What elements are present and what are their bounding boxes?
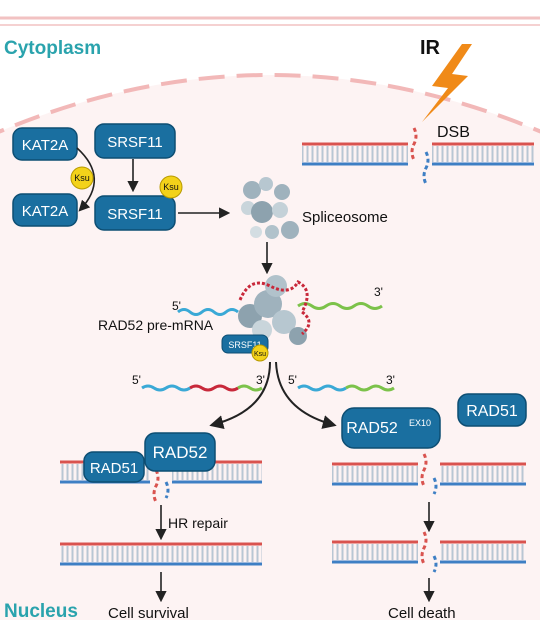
svg-text:RAD51: RAD51	[90, 460, 138, 477]
premrna-label: RAD52 pre-mRNA	[98, 317, 214, 333]
left-5prime-label: 5'	[132, 373, 141, 387]
lightning-bolt-icon	[422, 44, 472, 122]
rad52-left-pill: RAD52	[144, 432, 216, 472]
dsb-label: DSB	[437, 124, 470, 141]
svg-text:Ksu: Ksu	[254, 351, 266, 358]
to-rad52-ex10-arrow	[275, 361, 337, 429]
premrna-3prime-label: 3'	[374, 285, 383, 299]
right-3prime-label: 3'	[386, 373, 395, 387]
svg-text:RAD52: RAD52	[346, 420, 398, 437]
left-3prime-label: 3'	[256, 373, 265, 387]
cytoplasm-label: Cytoplasm	[4, 38, 101, 59]
svg-text:EX10: EX10	[409, 418, 431, 428]
ksu-badge: Ksu	[70, 166, 94, 190]
spliceosome-bound-complex	[238, 275, 311, 345]
svg-text:Ksu: Ksu	[163, 182, 179, 192]
ir-label: IR	[420, 37, 441, 59]
kat2a-cycle-arrow	[76, 147, 96, 212]
cell-death-label: Cell death	[388, 605, 456, 620]
right-5prime-label: 5'	[288, 373, 297, 387]
kat2a-top-pill: KAT2A	[12, 127, 78, 161]
svg-text:SRSF11: SRSF11	[107, 206, 163, 223]
full-length-mrna	[141, 384, 263, 392]
srsf11-top-pill: SRSF11	[94, 123, 176, 159]
srsf11-acetylated-pill: SRSF11	[94, 195, 176, 231]
dna-duplex-with-break	[302, 127, 534, 185]
dna-duplex-with-break	[332, 531, 526, 573]
nuclear-envelope	[0, 73, 540, 134]
svg-text:KAT2A: KAT2A	[22, 203, 68, 220]
ksu-badge: Ksu	[159, 175, 183, 199]
rad51-left-pill: RAD51	[83, 451, 145, 483]
exon-skipped-mrna	[297, 384, 395, 392]
svg-text:RAD51: RAD51	[466, 403, 518, 420]
cell-survival-label: Cell survival	[108, 605, 189, 620]
svg-text:Ksu: Ksu	[74, 173, 90, 183]
spliceosome-icon	[241, 177, 299, 239]
hr-repair-label: HR repair	[168, 515, 228, 531]
premrna-5prime-label: 5'	[172, 299, 181, 313]
spliceosome-label: Spliceosome	[302, 209, 388, 226]
repaired-dna-duplex	[60, 542, 262, 566]
svg-text:RAD52: RAD52	[153, 443, 208, 462]
svg-text:SRSF11: SRSF11	[107, 134, 163, 151]
svg-text:KAT2A: KAT2A	[22, 137, 68, 154]
nucleus-label: Nucleus	[4, 601, 78, 620]
rad51-right-pill: RAD51	[457, 393, 527, 427]
rad52-premrna-strand	[177, 302, 383, 316]
to-rad52-arrow	[209, 361, 271, 429]
svg-text:SRSF11: SRSF11	[228, 340, 261, 350]
rad52-ex10-pill: RAD52 EX10	[341, 407, 441, 449]
kat2a-bottom-pill: KAT2A	[12, 193, 78, 227]
ksu-badge: Ksu	[251, 344, 269, 362]
dna-duplex-with-break	[332, 453, 526, 495]
